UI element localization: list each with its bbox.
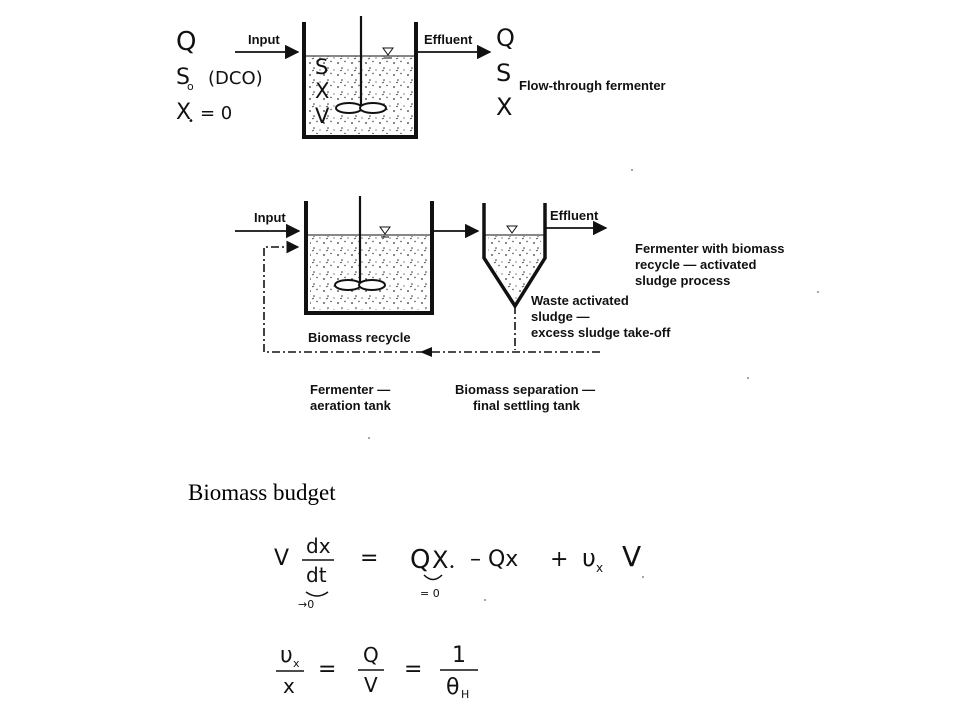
caption-activated-sludge-3: sludge process bbox=[635, 273, 730, 288]
eq2-theta: θ bbox=[446, 675, 459, 700]
recycle-label: Biomass recycle bbox=[308, 330, 411, 345]
input-label-2: Input bbox=[254, 210, 286, 225]
tank-var-V: V bbox=[315, 104, 330, 128]
stirrer-blade-right-2 bbox=[358, 279, 386, 291]
aeration-caption-1: Fermenter — bbox=[310, 382, 390, 397]
right-var-X: X bbox=[496, 93, 512, 121]
eq2-equals-1: = bbox=[318, 657, 336, 682]
eq1-dt: dt bbox=[306, 563, 327, 587]
section-title: Biomass budget bbox=[188, 480, 336, 505]
caption-flow-through: Flow-through fermenter bbox=[519, 78, 666, 93]
settling-caption-2: final settling tank bbox=[473, 398, 581, 413]
effluent-label-1: Effluent bbox=[424, 32, 473, 47]
eq2-equals-2: = bbox=[404, 657, 422, 682]
eq1-brace-1 bbox=[305, 591, 329, 597]
left-var-S0: S bbox=[176, 65, 190, 90]
right-var-Q: Q bbox=[496, 24, 515, 52]
eq1-eq-zero: = 0 bbox=[420, 587, 440, 600]
aeration-caption-2: aeration tank bbox=[310, 398, 392, 413]
eq1-rate: υ bbox=[582, 544, 596, 572]
eq1-arrow-zero: →0 bbox=[298, 598, 314, 611]
left-var-Q: Q bbox=[176, 27, 196, 57]
caption-activated-sludge-2: recycle — activated bbox=[635, 257, 756, 272]
eq2-x: x bbox=[283, 674, 295, 698]
eq1-dx: dx bbox=[306, 534, 331, 558]
biomass-balance-equation: V dx dt →0 = Q X • = 0 – Qx + υ x V bbox=[274, 534, 641, 611]
stirrer-blade-left-2 bbox=[334, 279, 362, 291]
eq2-one: 1 bbox=[452, 643, 466, 668]
flow-through-fermenter-diagram: Q S o (DCO) X • = 0 Input S X V Effluent… bbox=[176, 16, 666, 139]
eq1-X0-sub: • bbox=[449, 562, 455, 573]
eq1-Q: Q bbox=[410, 545, 430, 575]
eq1-V: V bbox=[274, 546, 289, 571]
left-var-X0: X bbox=[176, 100, 191, 125]
eq2-Q: Q bbox=[363, 643, 379, 667]
recycle-direction-arrow bbox=[420, 347, 432, 357]
water-level-symbol-1 bbox=[382, 47, 394, 56]
aeration-tank-contents bbox=[310, 236, 428, 310]
caption-activated-sludge-1: Fermenter with biomass bbox=[635, 241, 785, 256]
right-var-S: S bbox=[496, 59, 511, 87]
settling-caption-1: Biomass separation — bbox=[455, 382, 595, 397]
effluent-label-2: Effluent bbox=[550, 208, 599, 223]
stirrer-blade-left-1 bbox=[335, 102, 363, 114]
left-var-dco: (DCO) bbox=[208, 68, 263, 89]
tank-var-S: S bbox=[315, 55, 328, 79]
eq1-brace-2 bbox=[423, 574, 443, 581]
aeration-tank bbox=[304, 201, 434, 315]
tank-1 bbox=[302, 22, 418, 139]
waste-label-1: Waste activated bbox=[531, 293, 629, 308]
water-level-symbol-3 bbox=[506, 225, 518, 234]
eq2-rate: υ bbox=[280, 643, 293, 668]
eq2-rate-sub: x bbox=[293, 657, 300, 670]
eq2-V: V bbox=[364, 673, 378, 697]
eq1-equals: = bbox=[360, 546, 378, 571]
residence-time-equation: υ x x = Q V = 1 θ H bbox=[276, 643, 478, 701]
water-level-symbol-2 bbox=[379, 226, 391, 235]
eq1-plus: + bbox=[550, 547, 568, 572]
waste-label-3: excess sludge take-off bbox=[531, 325, 671, 340]
scan-specks bbox=[368, 169, 819, 601]
left-var-X0-sub: • bbox=[188, 116, 194, 127]
eq1-V-rhs: V bbox=[622, 540, 641, 573]
left-var-S0-sub: o bbox=[187, 80, 194, 93]
eq1-X0: X bbox=[432, 546, 448, 574]
eq2-theta-sub: H bbox=[461, 688, 469, 701]
tank-var-X: X bbox=[315, 79, 329, 103]
eq1-minus-Qx: – Qx bbox=[470, 547, 518, 572]
input-label-1: Input bbox=[248, 32, 280, 47]
left-var-X0-value: = 0 bbox=[200, 103, 232, 124]
stirrer-blade-right-1 bbox=[359, 102, 387, 114]
activated-sludge-diagram: Input Effluent Fermenter with biomass re… bbox=[235, 196, 785, 413]
waste-label-2: sludge — bbox=[531, 309, 590, 324]
eq1-rate-sub: x bbox=[596, 561, 603, 575]
settling-tank-contents bbox=[488, 236, 541, 303]
